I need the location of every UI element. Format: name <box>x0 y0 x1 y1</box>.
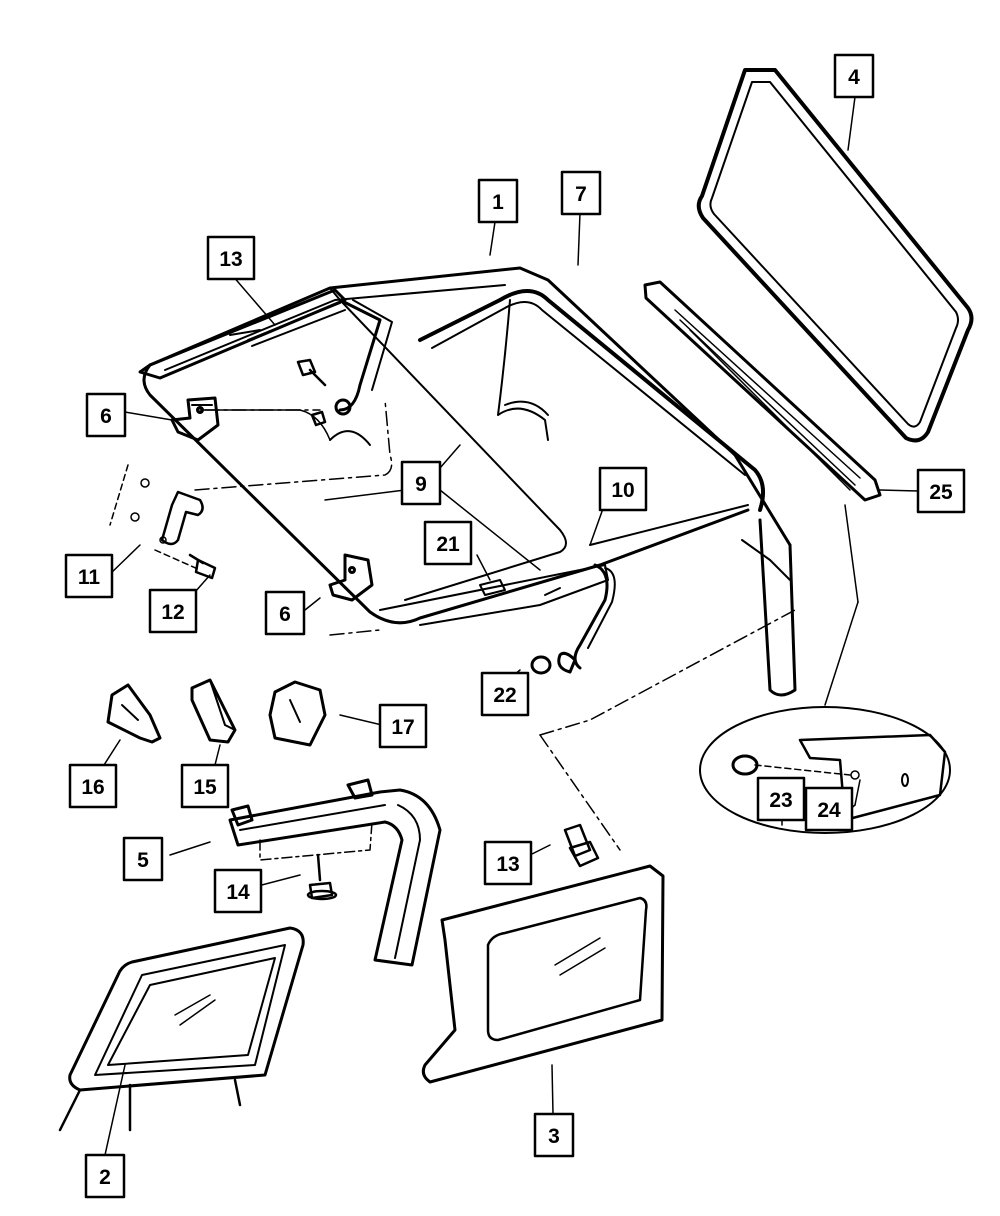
callout-12: 12 <box>148 588 198 634</box>
detail-inset <box>699 706 951 834</box>
callout-6-upper: 6 <box>85 392 127 438</box>
callout-2: 2 <box>84 1153 126 1199</box>
callout-1: 1 <box>477 178 519 224</box>
svg-text:7: 7 <box>575 183 587 206</box>
callout-25: 25 <box>916 468 966 514</box>
svg-text:14: 14 <box>226 881 250 904</box>
svg-text:2: 2 <box>99 1166 111 1189</box>
svg-text:1: 1 <box>492 191 504 214</box>
svg-text:13: 13 <box>219 248 242 271</box>
svg-text:21: 21 <box>436 533 460 556</box>
svg-text:25: 25 <box>929 481 953 504</box>
svg-text:3: 3 <box>548 1125 560 1148</box>
hinge-lower <box>328 553 374 602</box>
svg-text:5: 5 <box>137 849 149 872</box>
grommet <box>530 655 552 675</box>
callout-11: 11 <box>64 553 114 599</box>
callout-9: 9 <box>400 460 442 506</box>
svg-text:23: 23 <box>769 789 792 812</box>
roof-trim-strip <box>589 504 749 546</box>
liftgate-seal-strip <box>643 280 882 502</box>
svg-text:6: 6 <box>279 603 291 626</box>
corner-block <box>106 683 162 744</box>
svg-text:10: 10 <box>611 479 634 502</box>
svg-text:6: 6 <box>100 405 112 428</box>
svg-text:17: 17 <box>391 716 414 739</box>
header-bolts <box>296 358 327 427</box>
svg-text:13: 13 <box>496 853 519 876</box>
svg-text:12: 12 <box>161 601 184 624</box>
callout-4: 4 <box>833 53 875 99</box>
callout-10: 10 <box>598 466 648 512</box>
callout-13-upper: 13 <box>206 235 256 281</box>
callout-16: 16 <box>68 763 118 809</box>
callout-17: 17 <box>378 703 428 749</box>
bolt <box>563 823 600 868</box>
pillar-cover <box>268 680 327 747</box>
svg-text:22: 22 <box>493 684 516 707</box>
callout-14: 14 <box>213 868 263 914</box>
callout-13-lower: 13 <box>483 840 533 886</box>
liftgate-cable <box>479 563 616 674</box>
svg-text:16: 16 <box>81 776 104 799</box>
front-header <box>138 288 347 380</box>
foam-block <box>190 678 237 744</box>
svg-text:15: 15 <box>193 776 217 799</box>
callout-21: 21 <box>423 520 473 566</box>
bolt-screw <box>188 553 217 580</box>
callout-3: 3 <box>533 1112 575 1158</box>
liftgate-glass <box>696 68 974 443</box>
svg-text:24: 24 <box>817 799 841 822</box>
push-fastener <box>306 853 338 901</box>
hard-top-shell <box>142 266 797 697</box>
quarter-window-right <box>421 864 665 1084</box>
header-weatherstrip <box>247 302 346 347</box>
callout-5: 5 <box>122 836 164 882</box>
bracket <box>109 464 204 571</box>
callout-22: 22 <box>480 671 530 717</box>
callout-6-lower: 6 <box>264 590 306 636</box>
side-rail <box>228 778 442 967</box>
callout-15: 15 <box>180 763 230 809</box>
side-window-left <box>58 926 305 1132</box>
callout-24: 24 <box>804 786 854 832</box>
svg-text:11: 11 <box>78 566 101 589</box>
hinge-upper <box>170 396 220 442</box>
callout-7: 7 <box>560 170 602 216</box>
svg-text:9: 9 <box>415 473 427 496</box>
svg-text:4: 4 <box>848 66 860 89</box>
callout-23: 23 <box>756 776 806 822</box>
interior-brace <box>329 298 393 446</box>
